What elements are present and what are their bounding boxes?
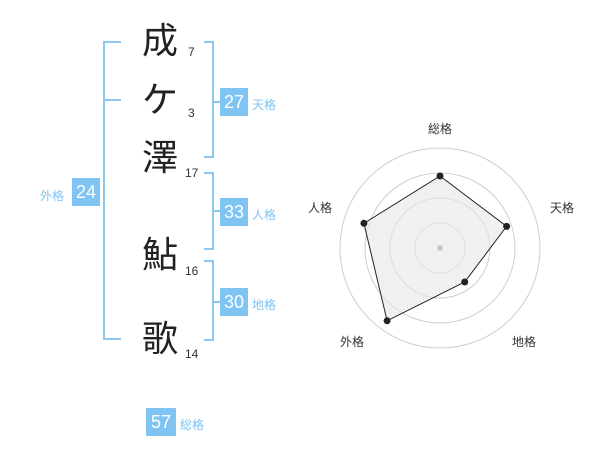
stroke-count-3: 17 — [185, 166, 199, 180]
name-char-1: 成 — [142, 21, 179, 62]
gaikaku-label: 外格 — [40, 189, 65, 203]
radar-center-dot — [437, 245, 443, 251]
jinkaku-badge: 33 — [220, 198, 248, 226]
radar-point-4 — [360, 219, 368, 227]
chikaku-bracket-bottom — [204, 339, 214, 341]
gaikaku-badge: 24 — [72, 178, 100, 206]
tenkaku-bracket-vertical — [212, 41, 214, 158]
name-char-4: 鮎 — [142, 235, 179, 276]
stroke-count-1: 7 — [188, 45, 195, 59]
soukaku-badge: 57 — [146, 408, 176, 436]
soukaku-label: 総格 — [180, 418, 205, 432]
name-char-3: 澤 — [142, 138, 179, 179]
gaikaku-bracket-top — [103, 41, 121, 43]
gaikaku-bracket-bottom — [103, 338, 121, 340]
chikaku-badge: 30 — [220, 288, 248, 316]
stroke-count-5: 14 — [185, 347, 199, 361]
radar-ring — [339, 147, 541, 349]
gaikaku-bracket-tick — [103, 99, 121, 101]
tenkaku-bracket-bottom — [204, 156, 214, 158]
tenkaku-badge: 27 — [220, 88, 248, 116]
jinkaku-bracket-arm — [212, 210, 220, 212]
chikaku-bracket-vertical — [212, 260, 214, 341]
jinkaku-label: 人格 — [252, 208, 277, 222]
name-char-5: 歌 — [142, 319, 179, 360]
gaikaku-bracket-vertical — [103, 41, 105, 340]
jinkaku-bracket-top — [204, 172, 214, 174]
radar-point-2 — [461, 278, 469, 286]
radar-axis-label-jinkaku: 人格 — [308, 200, 332, 215]
name-char-2: ケ — [142, 80, 179, 121]
radar-axis-label-chikaku: 地格 — [512, 334, 536, 349]
radar-axis-label-gaikaku: 外格 — [340, 334, 364, 349]
tenkaku-bracket-top — [204, 41, 214, 43]
chikaku-label: 地格 — [252, 298, 277, 312]
radar-point-1 — [503, 222, 511, 230]
chikaku-bracket-arm — [212, 301, 220, 303]
radar-polygon — [363, 175, 508, 322]
radar-point-0 — [436, 172, 444, 180]
stroke-count-4: 16 — [185, 264, 199, 278]
chikaku-bracket-top — [204, 260, 214, 262]
tenkaku-bracket-arm — [212, 101, 220, 103]
radar-axis-label-soukaku: 総格 — [428, 121, 452, 136]
radar-point-3 — [383, 317, 391, 325]
stroke-count-2: 3 — [188, 106, 195, 120]
radar-axis-label-tenkaku: 天格 — [550, 200, 574, 215]
tenkaku-label: 天格 — [252, 98, 277, 112]
jinkaku-bracket-bottom — [204, 248, 214, 250]
